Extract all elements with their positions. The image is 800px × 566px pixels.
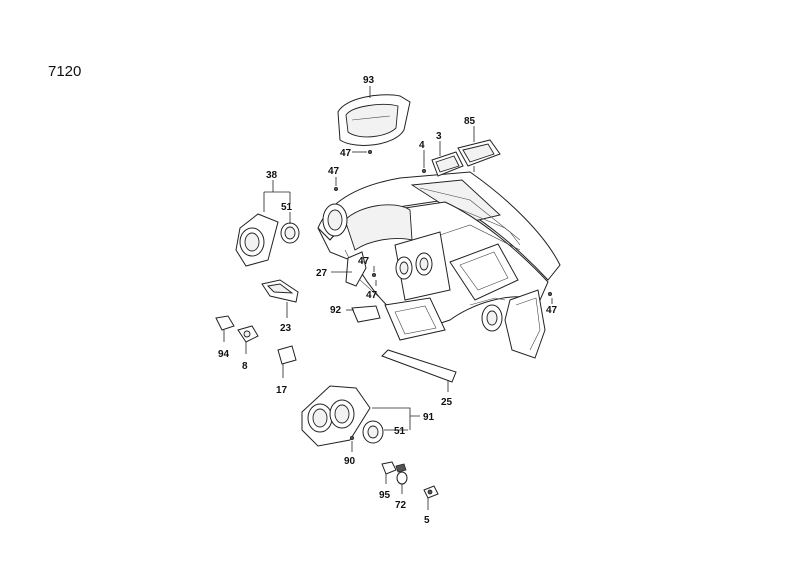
callout-27: 27 <box>316 268 328 279</box>
callout-51-a: 51 <box>281 202 293 213</box>
part-94-switch <box>215 315 235 331</box>
callout-47-a: 47 <box>340 148 352 159</box>
instrument-panel <box>317 171 561 359</box>
callout-94: 94 <box>218 349 230 360</box>
part-23-bezel <box>261 279 299 303</box>
callout-47-b: 47 <box>328 166 340 177</box>
part-85-cover <box>457 139 501 167</box>
part-3-switch <box>431 151 464 177</box>
part-25-knee-panel <box>381 349 457 383</box>
figure-number: 7120 <box>48 63 81 80</box>
part-92-trim <box>351 305 381 323</box>
callout-72: 72 <box>395 500 407 511</box>
part-95-bulb <box>381 461 397 475</box>
callout-17: 17 <box>276 385 288 396</box>
part-27-panel <box>345 251 367 287</box>
callout-91: 91 <box>423 412 435 423</box>
part-8-switch <box>237 325 259 343</box>
callout-95: 95 <box>379 490 391 501</box>
callout-47-c: 47 <box>358 256 370 267</box>
callout-38: 38 <box>266 170 278 181</box>
callout-4: 4 <box>419 140 425 151</box>
part-51-gauge-a <box>280 222 300 244</box>
callout-47-d: 47 <box>366 290 378 301</box>
callout-51-b: 51 <box>394 426 406 437</box>
part-91-cluster-bezel <box>301 385 371 447</box>
part-51-gauge-b <box>362 420 384 444</box>
part-38-bezel <box>235 213 279 267</box>
callout-23: 23 <box>280 323 292 334</box>
callout-92: 92 <box>330 305 342 316</box>
callout-3: 3 <box>436 131 442 142</box>
part-17-module <box>277 345 297 365</box>
part-5-bulb <box>423 485 439 499</box>
callout-8: 8 <box>242 361 248 372</box>
callout-85: 85 <box>464 116 476 127</box>
callout-47-e: 47 <box>546 305 558 316</box>
callout-93: 93 <box>363 75 375 86</box>
callout-5: 5 <box>424 515 430 526</box>
callout-90: 90 <box>344 456 356 467</box>
part-72-socket <box>395 463 408 485</box>
callout-25: 25 <box>441 397 453 408</box>
part-93-cluster-hood <box>337 94 411 146</box>
